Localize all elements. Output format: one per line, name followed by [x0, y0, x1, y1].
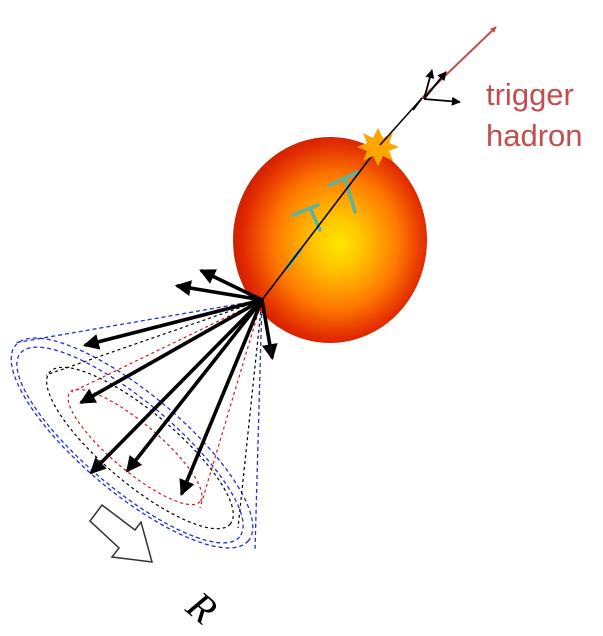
- trigger-label-line1: trigger: [486, 77, 574, 112]
- jet-axis-line: [261, 144, 381, 301]
- trigger-label-line2: hadron: [486, 118, 583, 153]
- cone-outer-blue: [10, 299, 263, 551]
- cone-middle-black: [45, 299, 263, 530]
- trigger-hadron-arrow: [379, 26, 497, 146]
- recoil-jet-arrows: [79, 269, 278, 496]
- cone-radius-label: R: [177, 582, 225, 633]
- star-burst-icon: [357, 128, 399, 166]
- jet-cone: [10, 299, 263, 551]
- medium-sphere: [233, 137, 427, 343]
- hollow-arrow-icon: [88, 503, 154, 563]
